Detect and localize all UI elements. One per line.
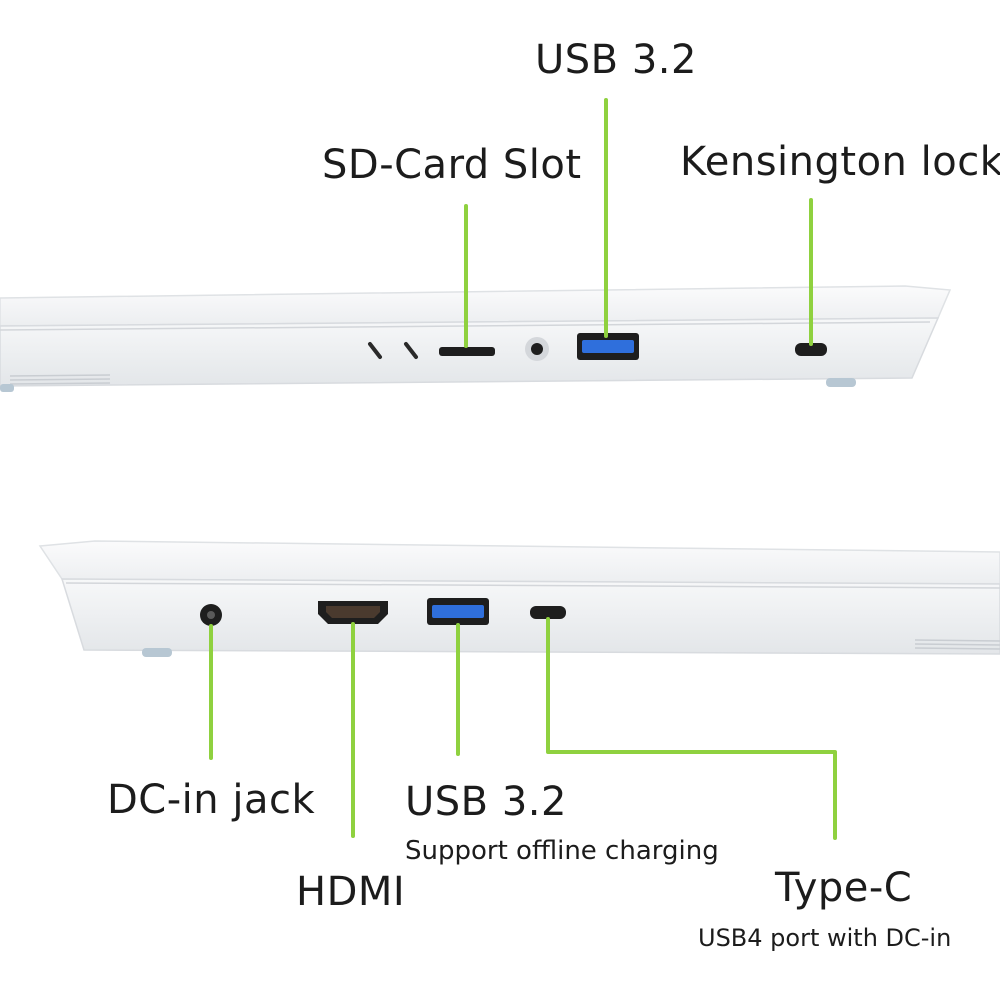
label-kensington-lock: Kensington lock (680, 139, 1000, 185)
led-indicator-1 (368, 342, 382, 359)
foot-right-top (826, 378, 856, 387)
label-type-c: Type-C (775, 865, 913, 911)
lid-bottom (38, 540, 1000, 585)
lid-top (0, 285, 952, 327)
base-bottom (60, 578, 1000, 655)
callout-line-type-c (546, 617, 837, 840)
label-sd-card-slot: SD-Card Slot (322, 142, 582, 188)
label-type-c-sub: USB4 port with DC-in (698, 924, 952, 952)
foot-left-bottom (142, 648, 172, 657)
callout-lines (209, 98, 837, 840)
label-usb-bottom-sub: Support offline charging (405, 836, 719, 866)
label-usb-top: USB 3.2 (535, 37, 697, 83)
type-c-port (530, 606, 566, 619)
laptop-right-side (0, 285, 952, 392)
sd-card-slot-port (439, 347, 495, 356)
foot-left-top (0, 384, 14, 392)
vent-bottom (914, 639, 1000, 650)
vent-top (9, 374, 111, 385)
kensington-lock-port (795, 343, 827, 356)
label-usb-bottom: USB 3.2 (405, 779, 567, 825)
label-dc-in-jack: DC-in jack (107, 777, 316, 823)
led-indicator-2 (404, 342, 418, 359)
label-hdmi: HDMI (296, 869, 406, 915)
laptop-left-side (38, 540, 1000, 657)
